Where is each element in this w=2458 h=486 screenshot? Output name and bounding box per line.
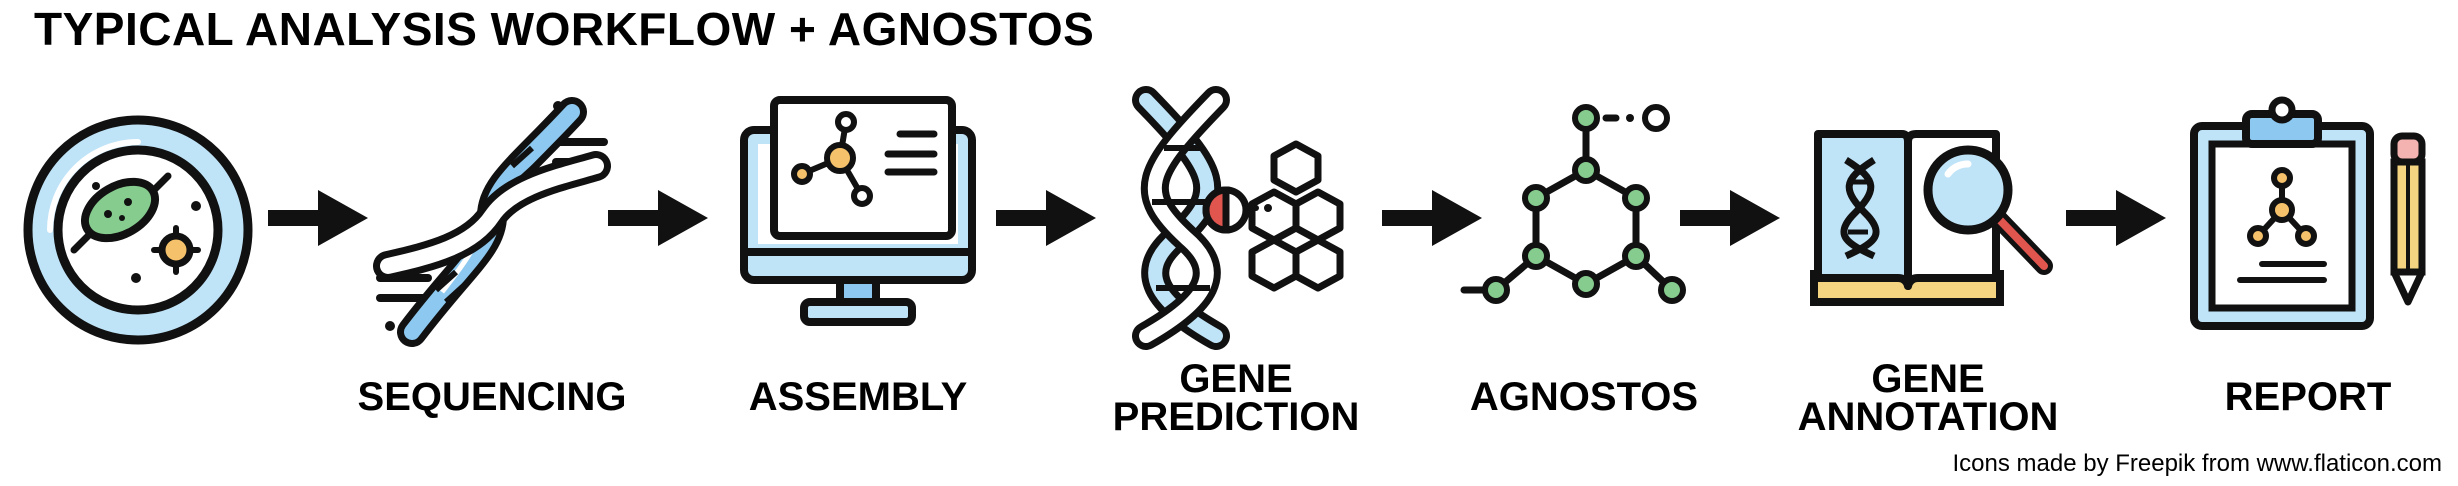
arrow-right-icon [996,190,1096,246]
step-label-line: REPORT [2224,375,2392,419]
arrow-right-icon [2066,190,2166,246]
step-label-report: REPORT [2168,375,2448,419]
step-label-line: ANNOTATION [1797,395,2059,439]
book-magnifier-icon [1810,130,2053,306]
step-label-line: GENE [1179,357,1293,401]
computer-monitor-icon [740,96,976,326]
step-label-sequencing: SEQUENCING [352,375,632,419]
dna-helix-icon [373,97,611,347]
icon-credit: Icons made by Freepik from www.flaticon.… [1952,450,2442,477]
petri-dish-icon [23,115,253,345]
step-label-line: GENE [1871,357,1985,401]
dna-prediction-icon [1132,86,1344,350]
molecule-network-icon [1460,104,1686,304]
step-label-line: AGNOSTOS [1469,375,1699,419]
arrow-right-icon [1382,190,1482,246]
arrow-right-icon [608,190,708,246]
arrow-right-icon [268,190,368,246]
step-label-gene-annotation: GENE ANNOTATION [1778,357,2078,439]
step-label-line: ASSEMBLY [748,375,968,419]
clipboard-report-icon [2190,96,2426,330]
step-label-assembly: ASSEMBLY [718,375,998,419]
step-label-gene-prediction: GENE PREDICTION [1096,357,1376,439]
step-label-agnostos: AGNOSTOS [1444,375,1724,419]
step-label-line: PREDICTION [1112,395,1360,439]
arrow-right-icon [1680,190,1780,246]
step-label-line: SEQUENCING [357,375,627,419]
page-title: TYPICAL ANALYSIS WORKFLOW + AGNOSTOS [34,3,1095,55]
